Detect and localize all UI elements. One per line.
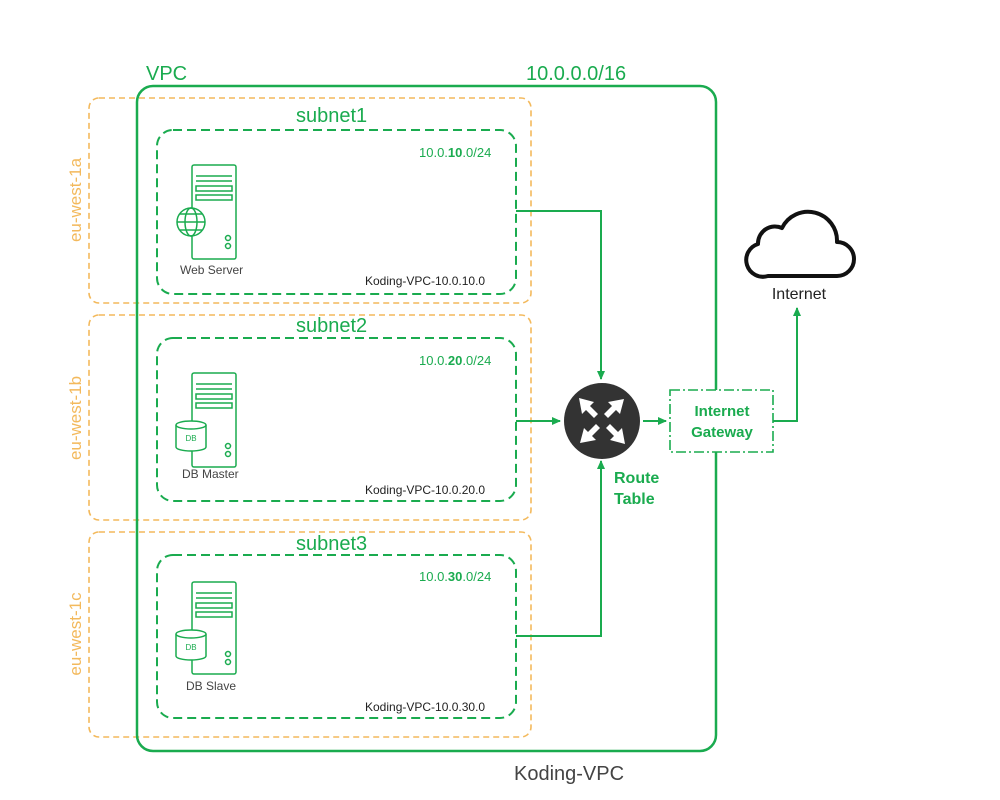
- zone-box-eu-west-1b: [88, 314, 532, 521]
- vpc-label: VPC: [146, 63, 187, 85]
- subnet-cidr-2: 10.0.20.0/24: [419, 353, 491, 368]
- vpc-cidr: 10.0.0.0/16: [526, 63, 626, 85]
- subnet-name-1: Koding-VPC-10.0.10.0: [365, 274, 485, 288]
- subnet-cidr-3: 10.0.30.0/24: [419, 569, 491, 584]
- subnet1-to-router-line: [516, 210, 605, 380]
- subnet-box-2: [156, 337, 517, 502]
- router-icon: [564, 383, 640, 459]
- subnet-box-3: [156, 554, 517, 719]
- web-server-icon: [191, 164, 237, 260]
- server-label-web: Web Server: [180, 263, 243, 277]
- zone-box-eu-west-1c: [88, 531, 532, 738]
- zone-label-1a: eu-west-1a: [66, 157, 85, 242]
- db-label-master: DB: [185, 434, 196, 443]
- gateway-to-internet-line: [773, 307, 801, 422]
- server-label-db-slave: DB Slave: [186, 679, 236, 693]
- internet-label: Internet: [772, 286, 827, 303]
- route-table-label-line2: Table: [614, 491, 655, 508]
- subnet-cidr-1: 10.0.10.0/24: [419, 145, 491, 160]
- gateway-label-line1: Internet: [694, 403, 749, 420]
- connectors: [516, 210, 801, 637]
- db-label-slave: DB: [185, 643, 196, 652]
- database-icon: [175, 420, 207, 452]
- subnet3-to-router-line: [516, 460, 605, 637]
- subnet-name-3: Koding-VPC-10.0.30.0: [365, 700, 485, 714]
- zone-label-1c: eu-west-1c: [66, 592, 85, 676]
- route-table-label-line1: Route: [614, 470, 659, 487]
- server-label-db-master: DB Master: [182, 467, 239, 481]
- subnet-box-1: [156, 129, 517, 295]
- zone-label-1b: eu-west-1b: [66, 376, 85, 460]
- zone-box-eu-west-1a: [88, 97, 532, 304]
- subnet-name-2: Koding-VPC-10.0.20.0: [365, 483, 485, 497]
- database-icon: [175, 629, 207, 661]
- internet-gateway-box: [669, 389, 774, 453]
- cloud-icon: [744, 209, 856, 279]
- subnet-title-2: subnet2: [296, 315, 367, 337]
- gateway-label-line2: Gateway: [691, 424, 753, 441]
- globe-icon: [176, 207, 206, 237]
- vpc-name: Koding-VPC: [514, 763, 624, 785]
- subnet-title-1: subnet1: [296, 105, 367, 127]
- db-master-server-icon: [191, 372, 237, 468]
- subnet-title-3: subnet3: [296, 533, 367, 555]
